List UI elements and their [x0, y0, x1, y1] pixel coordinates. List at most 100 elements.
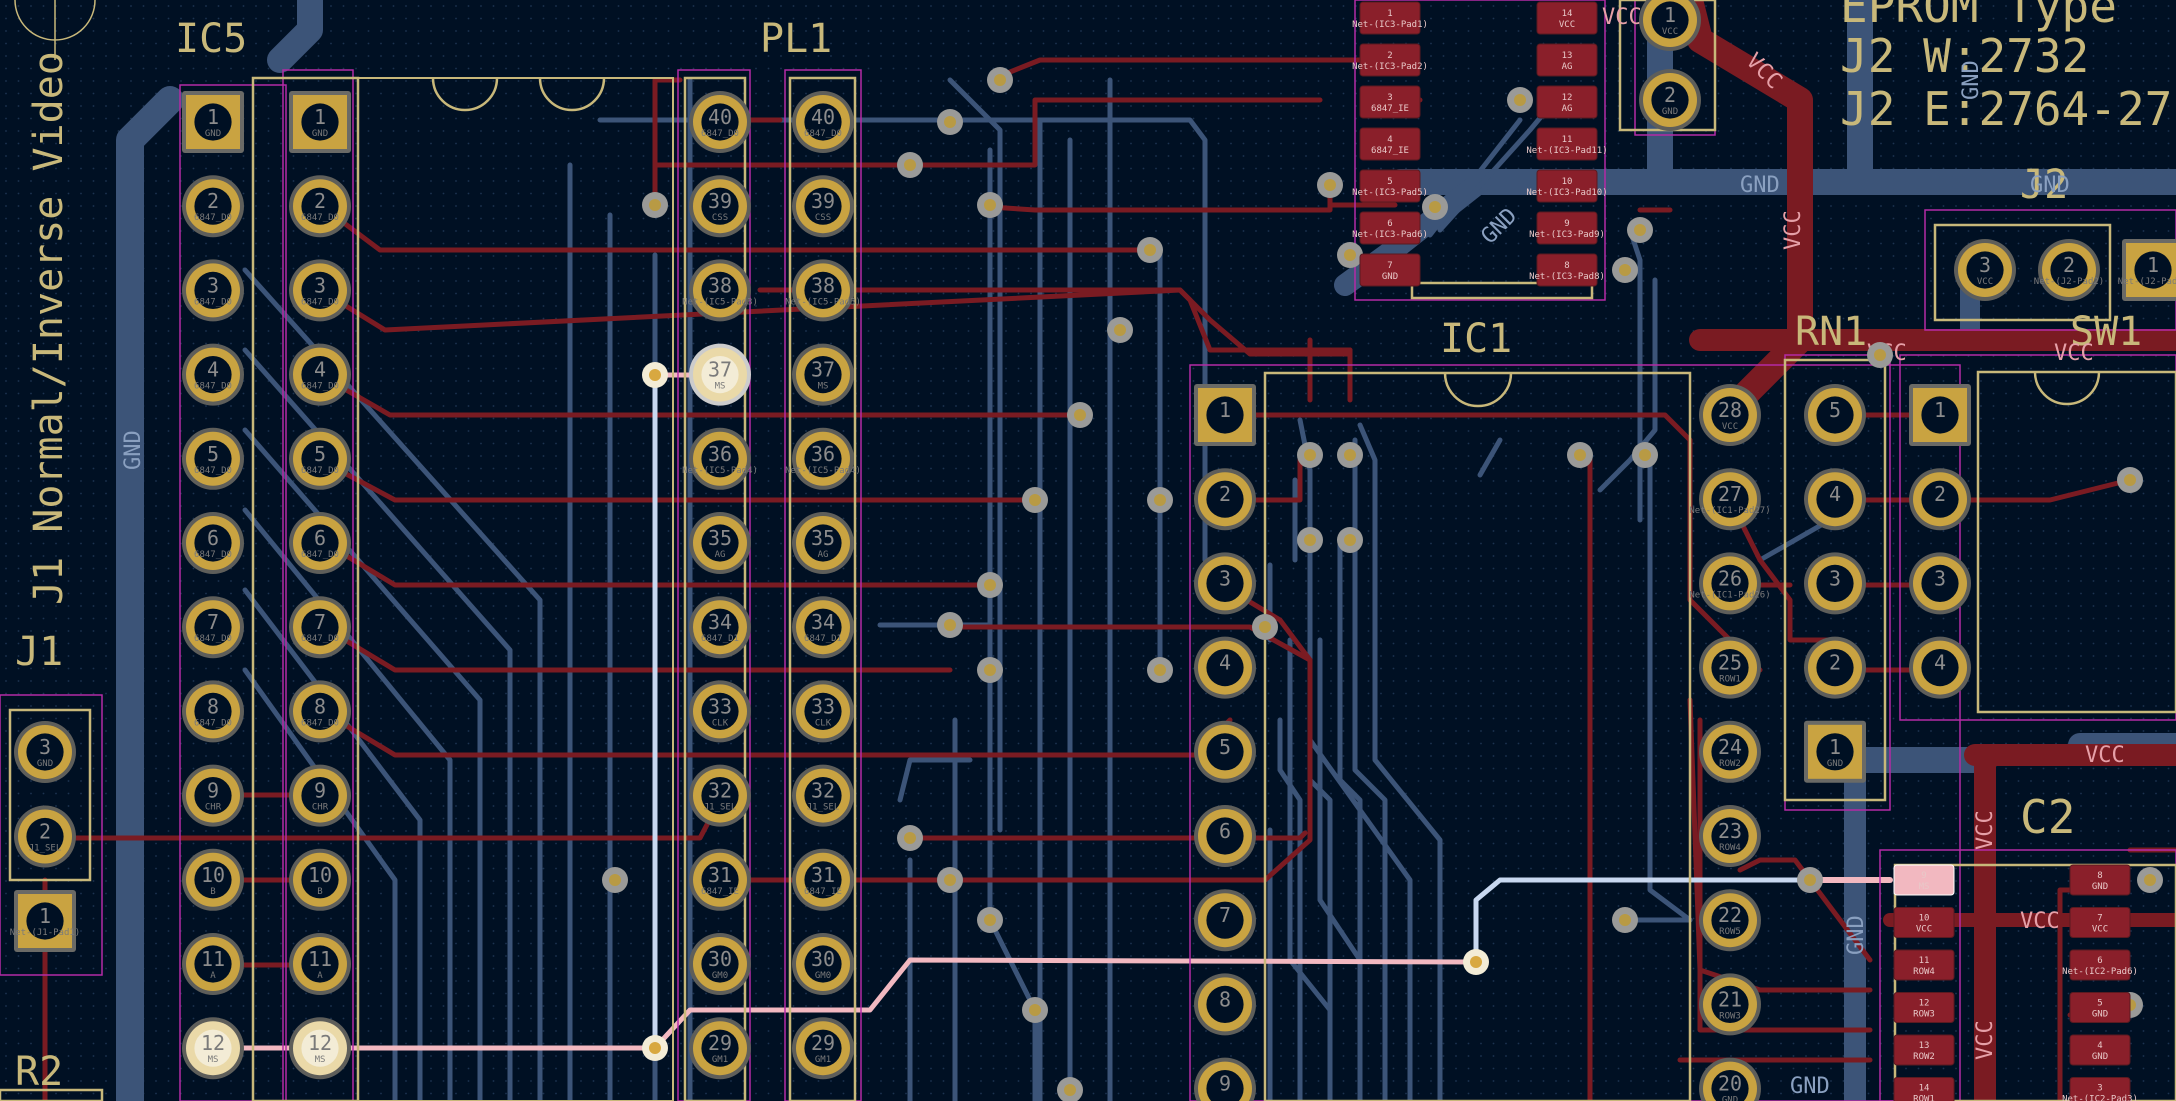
ic1-pad-4[interactable]: 4	[1194, 636, 1256, 699]
ic1-pad-1[interactable]: 1	[1194, 384, 1256, 446]
ic1-pad-2[interactable]: 2	[1194, 468, 1256, 531]
pad-layer[interactable]: 1GND1GND26847_D026847_D036847_D036847_D0…	[10, 0, 2176, 1101]
ic5-pad-10-a[interactable]: 10B	[182, 848, 244, 911]
ic1-pad-7[interactable]: 7	[1194, 889, 1256, 952]
ic5-pad-11-b[interactable]: 11A	[289, 933, 351, 995]
ic1-pad-3[interactable]: 3	[1194, 552, 1256, 615]
sw1-pad-2[interactable]: 2	[1909, 468, 1971, 531]
ic1-pad-8[interactable]: 8	[1194, 973, 1256, 1036]
ic5-pad-11-a[interactable]: 11A	[182, 933, 244, 995]
rn1-pad-3[interactable]: 3	[1804, 552, 1866, 615]
sw1-pad-1[interactable]: 1	[1909, 384, 1971, 446]
ic1-pad-5[interactable]: 5	[1194, 720, 1256, 783]
ic5-pad-10-b[interactable]: 10B	[289, 848, 351, 911]
ic1-pad-9[interactable]: 9	[1194, 1057, 1256, 1101]
ic1-pad-6[interactable]: 6	[1194, 805, 1256, 867]
sw1-pad-3[interactable]: 3	[1909, 552, 1971, 615]
sw1-pad-4[interactable]: 4	[1909, 636, 1971, 699]
rn1-pad-2[interactable]: 2	[1804, 636, 1866, 699]
j1-pad-2[interactable]: 2J1_SEL	[14, 805, 76, 868]
c2-pad-9[interactable]: 9MS	[1893, 864, 1955, 896]
